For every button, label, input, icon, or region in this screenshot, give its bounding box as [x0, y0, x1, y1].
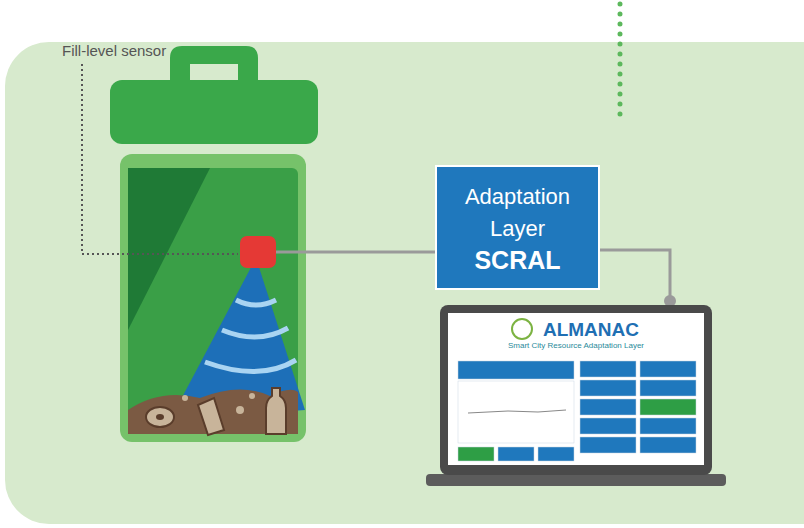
screen-tile: [580, 418, 636, 434]
screen-tile: [640, 437, 696, 453]
waste-donut-hole: [156, 414, 164, 420]
bin-inner: [128, 168, 298, 434]
bin-lid: [110, 80, 318, 144]
dotted-link: [618, 4, 623, 122]
screen-tile: [580, 399, 636, 415]
screen-tile: [640, 418, 696, 434]
bin-handle: [170, 46, 258, 84]
callout-label: Fill-level sensor: [62, 42, 166, 59]
screen-tile: [580, 437, 636, 453]
node-subtitle: Smart City Resource Adaptation Layer: [448, 341, 704, 351]
connector: [600, 250, 670, 305]
screen-tile: [580, 380, 636, 396]
beam-wave: [222, 328, 288, 337]
waste-bit: [182, 395, 188, 401]
bin-shade: [128, 168, 210, 330]
logo-mark: [512, 319, 532, 339]
waste-bit: [249, 393, 255, 399]
beam-wave: [236, 300, 276, 305]
screen-panel: ALMANACSmart City Resource Adaptation La…: [448, 313, 704, 465]
background-panel: [5, 42, 804, 524]
node-subtitle: SCRAL: [443, 245, 592, 275]
screen-tile: [640, 380, 696, 396]
screen-tile: [640, 399, 696, 415]
sensor-wire: [276, 251, 435, 254]
beam-wave: [205, 360, 296, 372]
adaptation-layer-box: Adaptation LayerSCRAL: [435, 165, 600, 290]
screen-tile: [580, 361, 636, 377]
screen-tile: [640, 361, 696, 377]
screen-tile: [458, 381, 574, 443]
screen-tile: [458, 447, 494, 461]
laptop-screen: ALMANACSmart City Resource Adaptation La…: [440, 305, 712, 475]
bin-body: [120, 154, 306, 442]
waste-bit: [236, 406, 244, 414]
screen-tile: [458, 361, 574, 379]
node-title: ALMANAC: [478, 319, 704, 341]
screen-tile: [498, 447, 534, 461]
leader-line: [82, 64, 238, 254]
waste-carton: [198, 398, 224, 435]
fill-level-sensor: [240, 236, 276, 268]
node-title: Adaptation Layer: [443, 181, 592, 245]
screen-chart: [468, 410, 566, 413]
waste-bottle: [266, 388, 286, 434]
laptop-base: [426, 474, 726, 486]
waste-donut: [146, 407, 174, 427]
screen-tile: [538, 447, 574, 461]
